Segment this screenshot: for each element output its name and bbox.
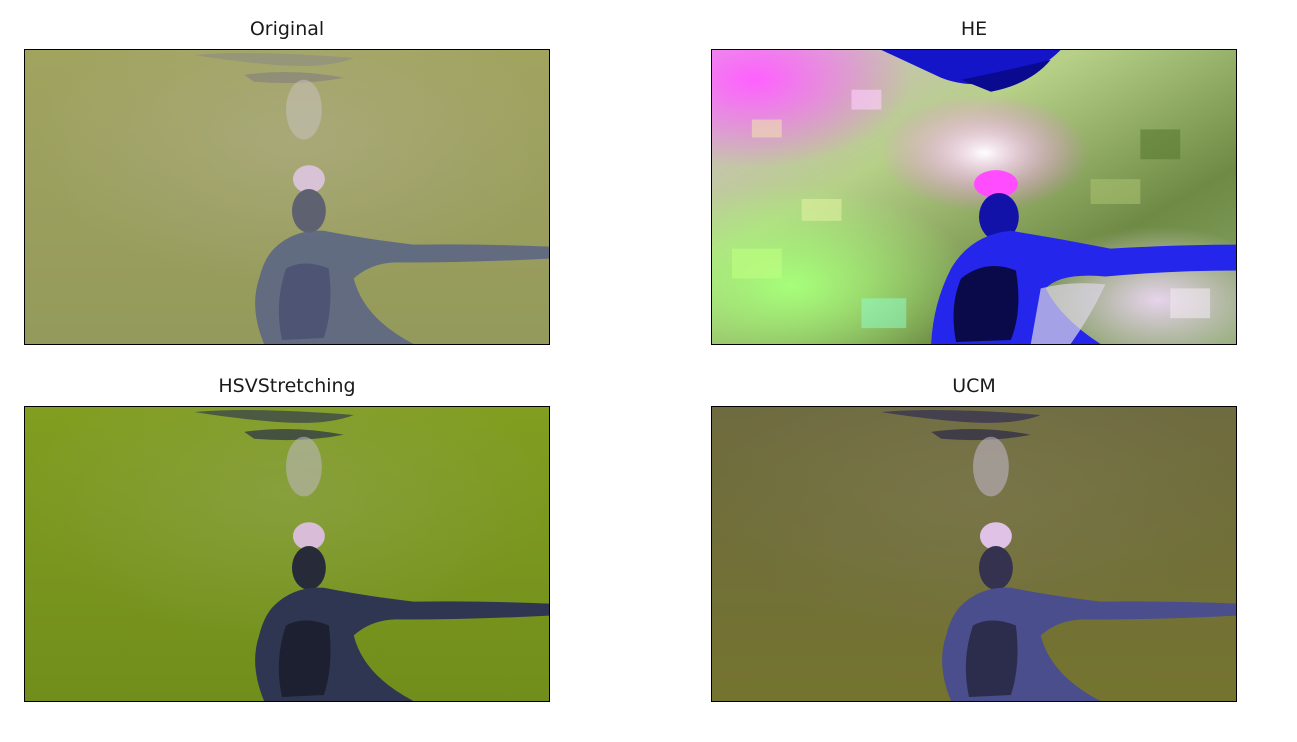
image-ucm (711, 406, 1237, 702)
panel-title-original: Original (249, 18, 325, 40)
panel-he: HE (711, 18, 1237, 345)
underwater-photo-hsvstretching (25, 407, 549, 701)
panel-title-hsvstretching: HSVStretching (218, 375, 356, 397)
panel-ucm: UCM (711, 375, 1237, 702)
underwater-photo-he (712, 50, 1236, 344)
image-original (24, 49, 550, 345)
image-he (711, 49, 1237, 345)
panel-hsvstretching: HSVStretching (24, 375, 550, 702)
underwater-photo-original (25, 50, 549, 344)
panel-original: Original (24, 18, 550, 345)
panel-title-ucm: UCM (952, 375, 996, 397)
image-hsvstretching (24, 406, 550, 702)
underwater-photo-ucm (712, 407, 1236, 701)
panel-title-he: HE (960, 18, 988, 40)
